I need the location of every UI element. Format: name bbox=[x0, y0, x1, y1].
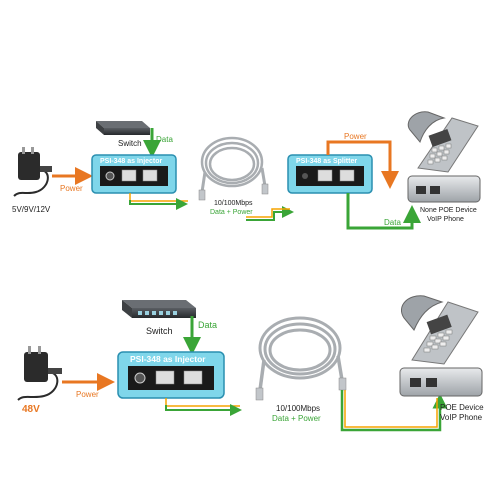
cable-speed-label-bottom: 10/100Mbps bbox=[276, 404, 320, 413]
injector-output-arrow-bottom bbox=[165, 404, 242, 416]
power-adapter-icon bbox=[13, 147, 52, 197]
phone-label-line2-bottom: VoIP Phone bbox=[440, 413, 483, 422]
splitter-data-arrow bbox=[346, 193, 421, 230]
switch-icon bbox=[96, 121, 150, 135]
adapter-voltage-label-48v: 48V bbox=[22, 404, 40, 415]
power-adapter-icon-48v bbox=[17, 346, 62, 401]
power-label: Power bbox=[60, 184, 83, 193]
adapter-voltage-label: 5V/9V/12V bbox=[12, 205, 51, 214]
power-label-48v: Power bbox=[76, 390, 99, 399]
splitter-power-arrow bbox=[326, 140, 399, 189]
phone-label-line1: None POE Device bbox=[420, 207, 477, 214]
switch-label-bottom: Switch bbox=[146, 326, 173, 336]
top-diagram: 5V/9V/12V Power Switch Data PSI-348 as I… bbox=[12, 111, 481, 230]
splitter-label: PSI-348 as Splitter bbox=[296, 158, 357, 165]
cable-coil-icon bbox=[200, 136, 267, 193]
phone-label-line2: VoIP Phone bbox=[427, 216, 464, 223]
data-label: Data bbox=[156, 135, 173, 144]
voip-phone-icon bbox=[407, 111, 481, 203]
switch-icon-bottom bbox=[122, 300, 196, 318]
splitter-data-label: Data bbox=[384, 218, 401, 227]
cable-to-phone-arrow bbox=[340, 390, 448, 432]
switch-label: Switch bbox=[118, 139, 142, 148]
splitter-power-label: Power bbox=[344, 132, 367, 141]
injector-label: PSI-348 as Injector bbox=[100, 158, 163, 165]
injector-output-arrow bbox=[129, 198, 188, 210]
bottom-diagram: 48V Power Switch Data PSI-348 as Injecto… bbox=[17, 295, 484, 432]
voip-phone-icon-bottom bbox=[399, 295, 483, 397]
cable-speed-label: 10/100Mbps bbox=[214, 200, 253, 207]
cable-data-power-label-bottom: Data + Power bbox=[272, 414, 321, 423]
phone-label-line1-bottom: POE Device bbox=[440, 403, 484, 412]
data-label-bottom: Data bbox=[198, 320, 217, 330]
cable-data-power-label: Data + Power bbox=[210, 209, 253, 216]
cable-coil-icon-bottom bbox=[258, 316, 344, 391]
injector-label-bottom: PSI-348 as Injector bbox=[130, 354, 206, 364]
